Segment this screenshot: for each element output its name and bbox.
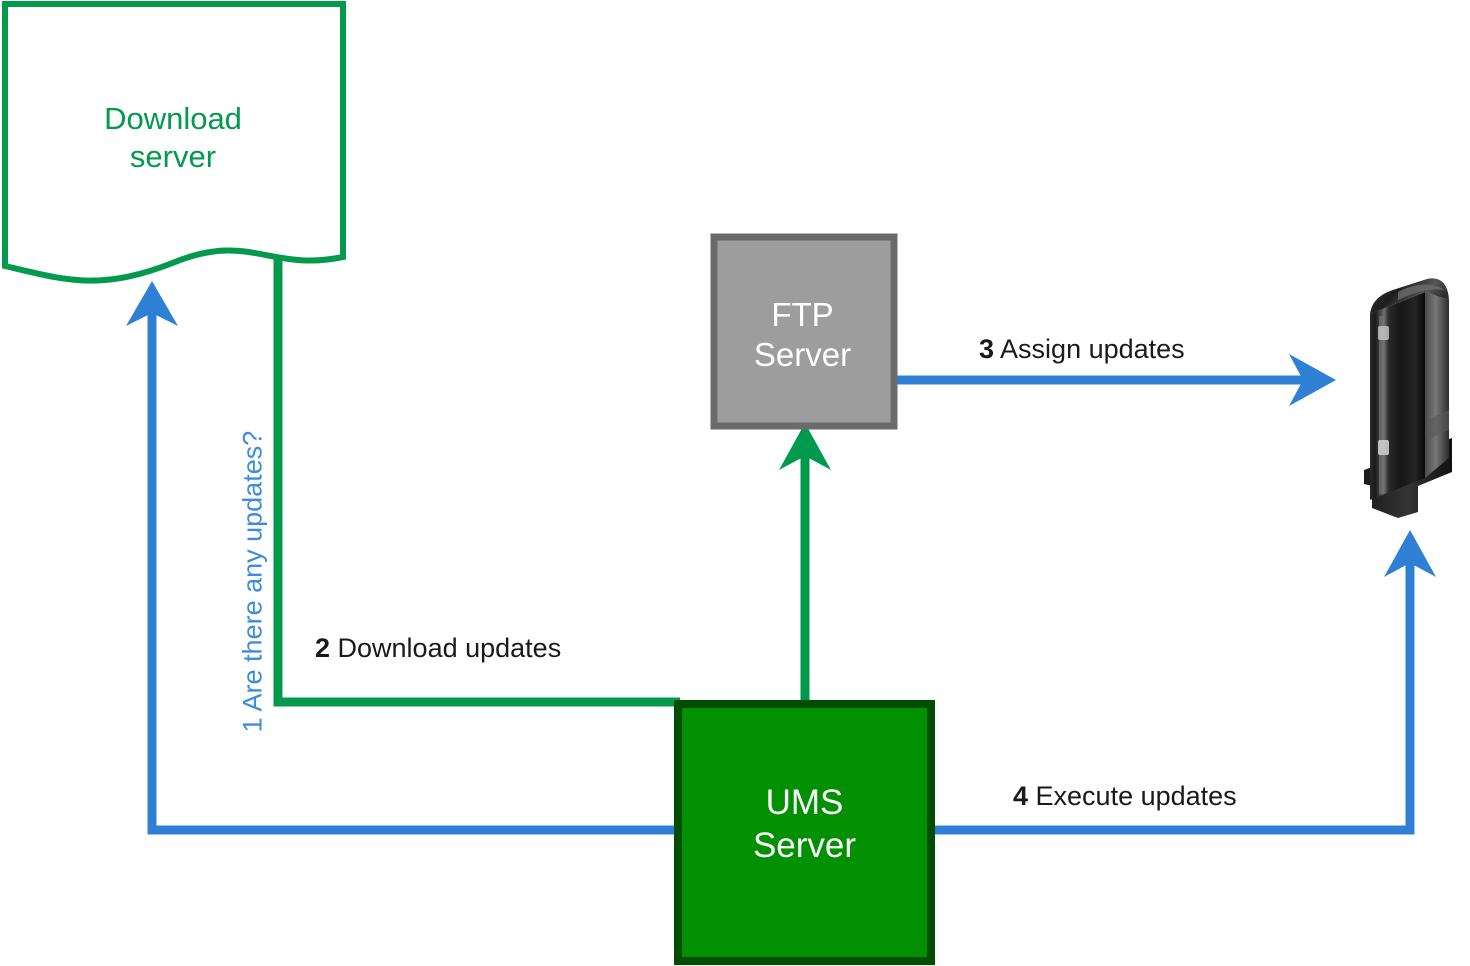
- node-ums-server[interactable]: [674, 700, 935, 965]
- node-ftp-server[interactable]: [710, 233, 898, 430]
- edge-2-path: [273, 258, 680, 707]
- node-thin-client[interactable]: [1364, 278, 1452, 518]
- edge-3-path: [896, 354, 1336, 406]
- edge-ums-to-ftp-path: [779, 423, 831, 700]
- edge-1-path: [126, 281, 674, 835]
- node-download-server[interactable]: [2, 1, 346, 284]
- edge-4-path: [933, 530, 1436, 835]
